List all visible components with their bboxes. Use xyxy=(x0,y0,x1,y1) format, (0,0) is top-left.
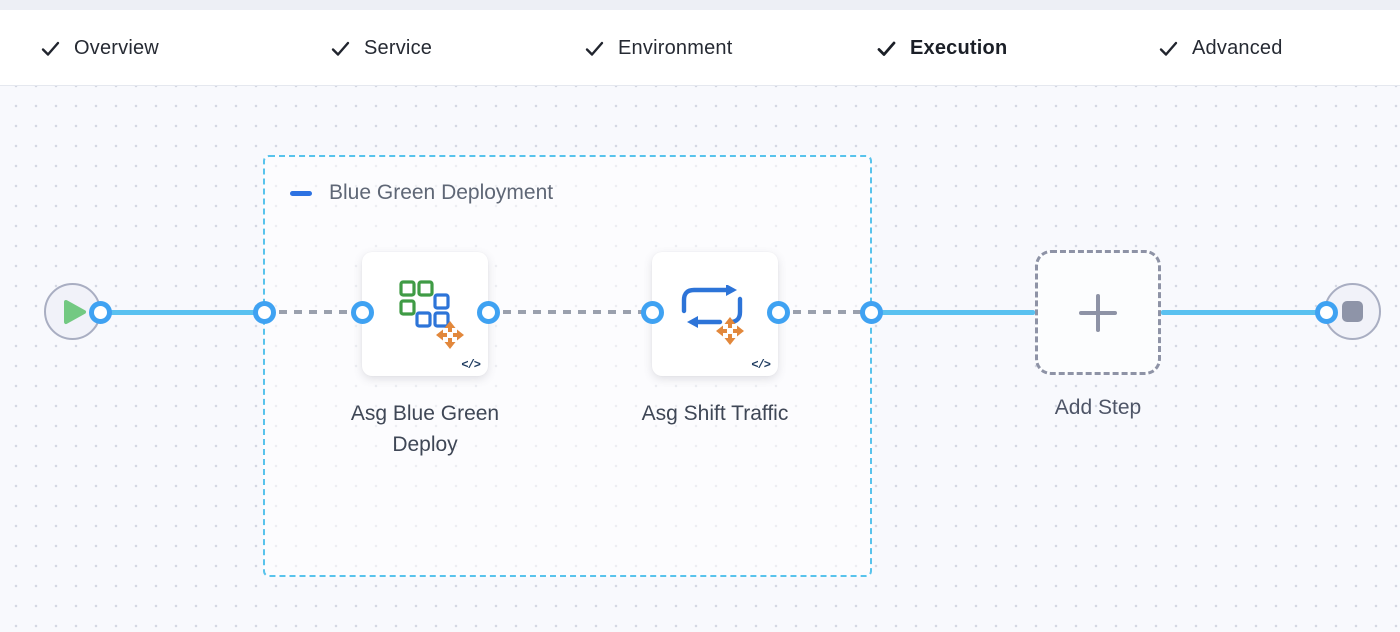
edge-step1-to-step2 xyxy=(488,310,652,314)
step-card-asg-blue-green-deploy[interactable]: </> xyxy=(362,252,488,376)
step-label-asg-blue-green-deploy: Asg Blue Green Deploy xyxy=(350,402,500,456)
add-step-button[interactable] xyxy=(1035,250,1161,375)
plus-icon xyxy=(1079,293,1117,332)
check-icon xyxy=(877,41,896,56)
tab-label: Service xyxy=(364,36,433,59)
port-group-out[interactable] xyxy=(860,301,883,324)
step-group-blue-green-deployment: Blue Green Deployment xyxy=(263,155,872,577)
stop-icon xyxy=(1342,301,1363,322)
edge-addstep-to-end xyxy=(1161,310,1326,315)
port-step1-in[interactable] xyxy=(351,301,374,324)
edge-group-to-step1 xyxy=(264,310,362,314)
add-step-label: Add Step xyxy=(1054,396,1142,419)
check-icon xyxy=(41,41,60,56)
check-icon xyxy=(1159,41,1178,56)
tab-label: Overview xyxy=(74,36,159,59)
shift-traffic-arrows-icon xyxy=(681,285,744,345)
code-icon: </> xyxy=(751,358,771,372)
tab-label: Environment xyxy=(618,36,733,59)
pipeline-canvas[interactable]: Blue Green Deployment xyxy=(0,86,1400,632)
port-group-in[interactable] xyxy=(253,301,276,324)
tab-advanced[interactable]: Advanced xyxy=(1158,10,1283,86)
tab-environment[interactable]: Environment xyxy=(584,10,732,86)
tab-label: Advanced xyxy=(1192,36,1283,59)
tab-execution[interactable]: Execution xyxy=(876,10,1007,86)
port-step1-out[interactable] xyxy=(477,301,500,324)
end-node xyxy=(1324,283,1381,340)
asg-blue-green-squares-icon xyxy=(399,280,464,349)
port-step2-out[interactable] xyxy=(767,301,790,324)
edge-groupexit-to-addstep xyxy=(871,310,1035,315)
check-icon xyxy=(585,41,604,56)
port-step2-in[interactable] xyxy=(641,301,664,324)
tab-overview[interactable]: Overview xyxy=(40,10,159,86)
edge-start-to-group xyxy=(100,310,264,315)
window-top-strip xyxy=(0,0,1400,10)
check-icon xyxy=(331,41,350,56)
group-title: Blue Green Deployment xyxy=(329,181,554,204)
group-header: Blue Green Deployment xyxy=(290,181,553,205)
start-node xyxy=(44,283,101,340)
port-start-out[interactable] xyxy=(89,301,112,324)
move-arrows-icon xyxy=(436,321,464,349)
code-icon: </> xyxy=(461,358,481,372)
move-arrows-icon xyxy=(716,317,744,345)
tab-label: Execution xyxy=(910,36,1008,59)
step-card-asg-shift-traffic[interactable]: </> xyxy=(652,252,778,376)
step-label-asg-shift-traffic: Asg Shift Traffic xyxy=(641,402,789,425)
play-icon xyxy=(64,299,86,324)
stage-tabbar: Overview Service Environment Execution A xyxy=(0,10,1400,96)
tab-service[interactable]: Service xyxy=(330,10,432,86)
edge-step2-to-groupexit xyxy=(778,310,871,314)
port-end-in[interactable] xyxy=(1315,301,1338,324)
collapse-group-icon[interactable] xyxy=(290,190,312,196)
